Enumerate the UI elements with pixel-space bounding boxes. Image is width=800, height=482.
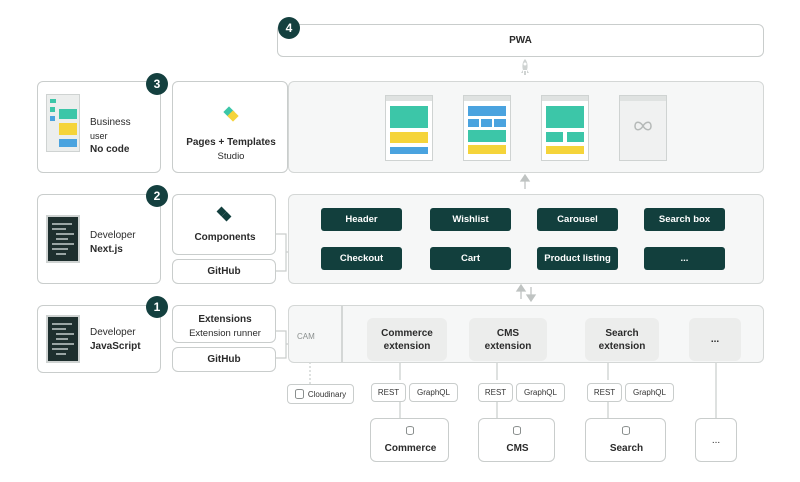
- template-thumbnail: [541, 95, 589, 161]
- developer-javascript-tool: JavaScript: [90, 341, 141, 352]
- step-badge-2: 2: [146, 185, 168, 207]
- backend-label: CMS: [506, 443, 529, 454]
- step-badge-4: 4: [278, 17, 300, 39]
- graphql-api-label: GraphQL: [625, 383, 674, 402]
- business-sub: user: [90, 131, 108, 141]
- components-card: Components: [172, 194, 276, 255]
- backend-commerce: Commerce: [370, 418, 449, 462]
- pwa-box: PWA: [277, 24, 764, 57]
- extension-box-cms: CMS extension: [469, 318, 547, 361]
- extension-box-commerce: Commerce extension: [367, 318, 447, 361]
- business-role: Business: [90, 117, 131, 128]
- rest-api-label: REST: [478, 383, 513, 402]
- graphql-api-label: GraphQL: [409, 383, 458, 402]
- diamond-logo-icon: [215, 205, 233, 223]
- extension-type: extension: [598, 340, 646, 352]
- github-source-javascript: GitHub: [172, 347, 276, 372]
- graphql-api-label: GraphQL: [516, 383, 565, 402]
- page-templates-panel: [288, 81, 764, 173]
- rest-api-label: REST: [587, 383, 622, 402]
- template-thumbnail: [463, 95, 511, 161]
- pwa-label: PWA: [509, 35, 532, 46]
- backend-label: Search: [609, 443, 644, 454]
- backend-label: ...: [711, 434, 721, 446]
- component-pill: Cart: [430, 247, 511, 270]
- backend-label: Commerce: [384, 443, 437, 454]
- rest-api-label: REST: [371, 383, 406, 402]
- cam-label: CAM: [297, 332, 315, 341]
- code-icon: [46, 215, 80, 263]
- step-badge-1: 1: [146, 296, 168, 318]
- extension-runner-label: Extension runner: [189, 328, 261, 339]
- extension-name: Search: [605, 327, 639, 339]
- developer-nextjs-card: Developer Next.js: [37, 194, 161, 284]
- database-icon: [513, 426, 521, 435]
- extension-box-more: ...: [689, 318, 741, 361]
- studio-label: Studio: [217, 151, 245, 162]
- extension-type: extension: [383, 340, 431, 352]
- template-thumbnail-more: [619, 95, 667, 161]
- extensions-card: Extensions Extension runner: [172, 305, 276, 343]
- extension-type: extension: [484, 340, 532, 352]
- extension-box-search: Search extension: [585, 318, 659, 361]
- component-pill: Wishlist: [430, 208, 511, 231]
- infinity-icon: [633, 120, 653, 132]
- developer-nextjs-tool: Next.js: [90, 244, 123, 255]
- database-icon: [406, 426, 414, 435]
- database-icon: [622, 426, 630, 435]
- github-label: GitHub: [207, 266, 241, 277]
- cloudinary-label: Cloudinary: [307, 389, 347, 399]
- cloudinary-box: Cloudinary: [287, 384, 354, 404]
- backend-search: Search: [585, 418, 666, 462]
- code-icon: [46, 315, 80, 363]
- github-source-nextjs: GitHub: [172, 259, 276, 284]
- developer-nextjs-role: Developer: [90, 230, 136, 241]
- diamond-logo-icon: [221, 104, 241, 124]
- component-pill: ...: [644, 247, 725, 270]
- database-icon: [294, 389, 304, 399]
- developer-javascript-role: Developer: [90, 327, 136, 338]
- extensions-title: Extensions: [198, 314, 252, 325]
- step-badge-3: 3: [146, 73, 168, 95]
- pages-templates-card: Pages + Templates Studio: [172, 81, 288, 173]
- business-persona-card: Business user No code: [37, 81, 161, 173]
- backend-cms: CMS: [478, 418, 555, 462]
- component-pill: Search box: [644, 208, 725, 231]
- extension-name: Commerce: [381, 327, 433, 339]
- backend-more: ...: [695, 418, 737, 462]
- github-label: GitHub: [207, 354, 241, 365]
- developer-javascript-card: Developer JavaScript: [37, 305, 161, 373]
- component-pill: Header: [321, 208, 402, 231]
- pages-templates-title: Pages + Templates: [186, 137, 276, 148]
- extension-name: CMS: [496, 327, 520, 339]
- business-tool: No code: [90, 144, 130, 155]
- components-panel: Header Wishlist Carousel Search box Chec…: [288, 194, 764, 284]
- extension-name: ...: [710, 334, 720, 345]
- component-pill: Checkout: [321, 247, 402, 270]
- components-title: Components: [194, 232, 256, 243]
- component-pill: Carousel: [537, 208, 618, 231]
- layout-icon: [46, 94, 80, 152]
- component-pill: Product listing: [537, 247, 618, 270]
- template-thumbnail: [385, 95, 433, 161]
- extensions-panel: CAM Commerce extension CMS extension Sea…: [288, 305, 764, 363]
- rocket-icon: [516, 58, 534, 76]
